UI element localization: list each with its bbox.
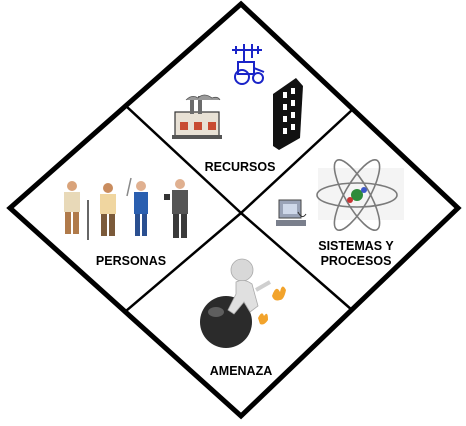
people-workers-icon [64,177,188,240]
atom-icon [316,159,404,231]
divider-upper-right [240,109,353,214]
divider-lower-left [125,212,242,312]
computer-icon [276,199,307,226]
label-personas: PERSONAS [95,254,167,268]
factory-icon [172,94,222,139]
label-sistemas-line1: SISTEMAS Y [318,239,394,253]
label-sistemas-line2: PROCESOS [320,254,392,268]
building-icon [273,78,303,150]
bomb-figure-icon [200,258,286,348]
label-recursos: RECURSOS [204,160,276,174]
label-sistemas-y-procesos: SISTEMAS Y PROCESOS [296,239,416,269]
diamond-outline [6,0,462,420]
label-amenaza: AMENAZA [209,364,273,378]
divider-lower-right [240,212,353,311]
tractor-icon [232,44,265,85]
divider-upper-left [125,105,242,214]
